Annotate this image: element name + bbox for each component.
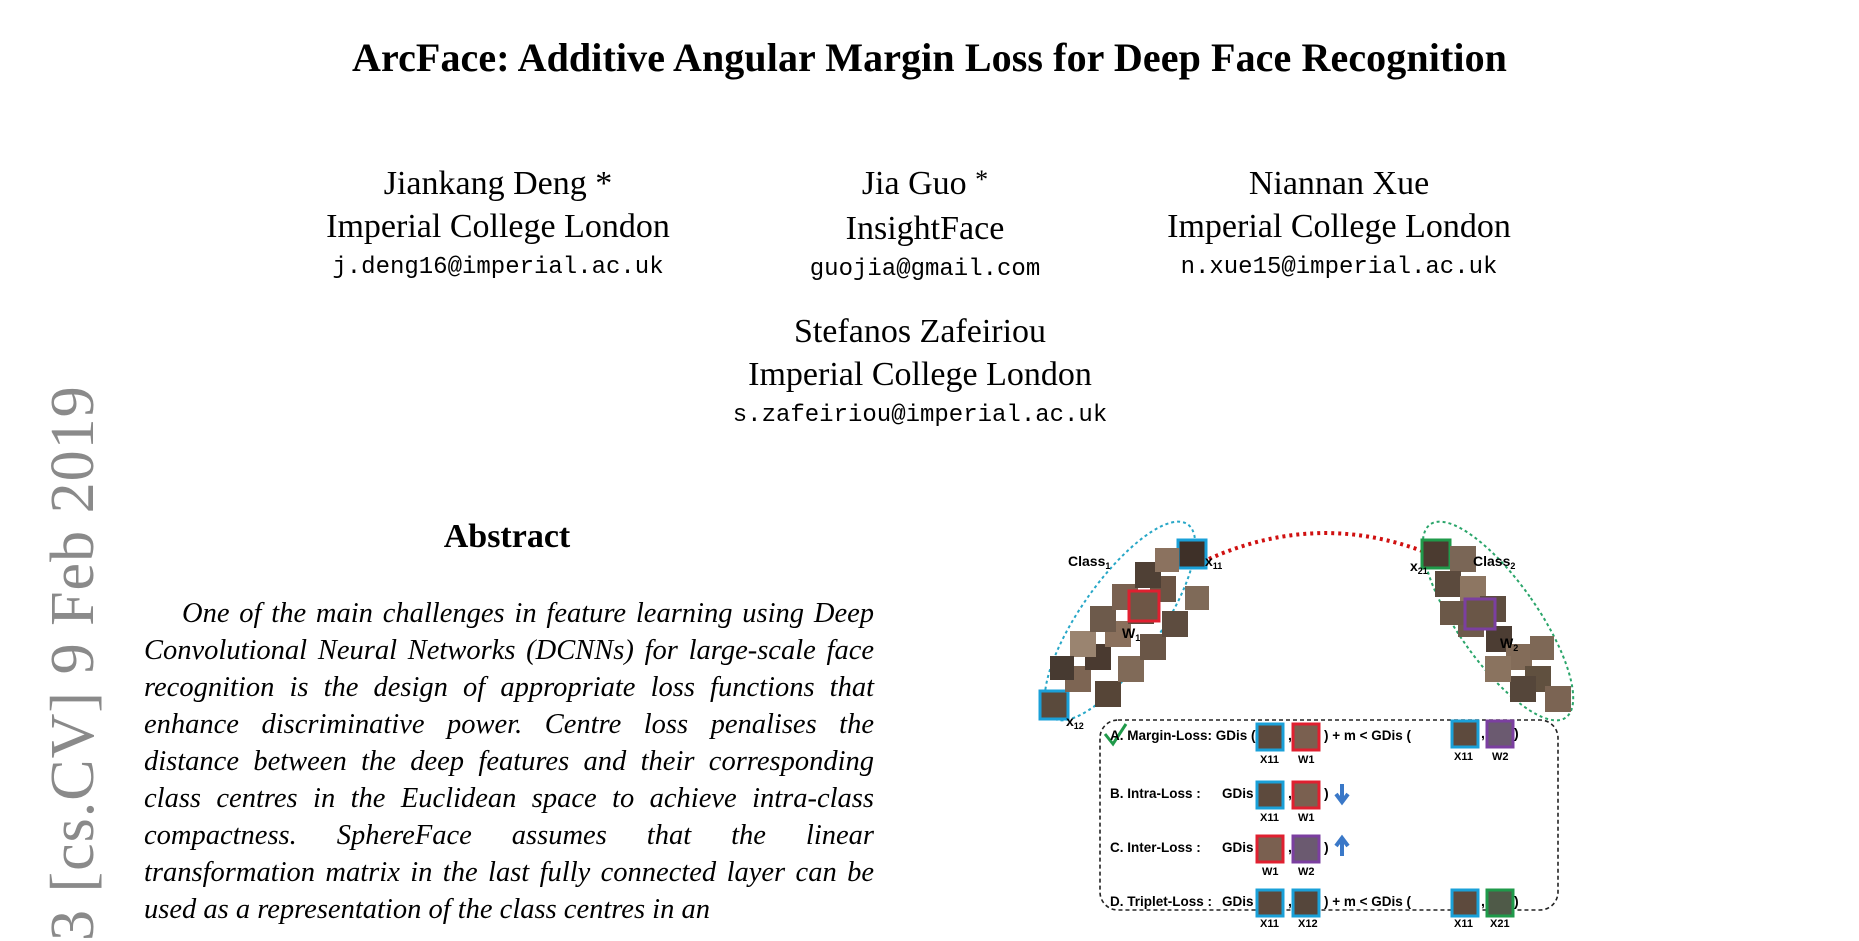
row-d-label: D. Triplet-Loss : — [1110, 894, 1212, 909]
row-a-sub-x11: X11 — [1260, 754, 1279, 766]
class1-faces — [1038, 538, 1209, 721]
row-d-comma2: , — [1481, 893, 1485, 909]
row-d-sub-x11b: X11 — [1454, 918, 1473, 930]
author-name: Jiankang Deng * — [383, 165, 613, 202]
row-d-mid: ) + m < GDis ( — [1324, 894, 1412, 909]
author-email[interactable]: j.deng16@imperial.ac.uk — [332, 254, 664, 281]
abstract-heading: Abstract — [443, 518, 571, 555]
x21-label: x21 — [1410, 558, 1428, 576]
row-b-sub-w1: W1 — [1298, 812, 1315, 824]
row-c-comma: , — [1288, 839, 1292, 855]
loss-box — [1099, 719, 1559, 911]
class2-label: Class2 — [1473, 553, 1515, 571]
row-a-label: A. Margin-Loss: GDis ( — [1110, 728, 1256, 743]
author-name-line: Jia Guo * — [705, 162, 1145, 207]
author-4: Stefanos Zafeiriou Imperial College Lond… — [695, 310, 1145, 436]
row-d-sub-x12: X12 — [1298, 918, 1318, 930]
row-d-end: ) — [1514, 893, 1519, 909]
author-affiliation: InsightFace — [845, 210, 1005, 247]
row-c-face-w1 — [1255, 834, 1285, 864]
row-d-comma: , — [1288, 893, 1292, 909]
paper-title: ArcFace: Additive Angular Margin Loss fo… — [351, 35, 1508, 80]
author-name: Stefanos Zafeiriou — [793, 313, 1047, 350]
row-b-sub-x11: X11 — [1260, 812, 1279, 824]
author-email[interactable]: n.xue15@imperial.ac.uk — [1180, 254, 1498, 281]
check-icon — [1103, 723, 1128, 747]
row-d-sub-x11: X11 — [1260, 918, 1279, 930]
row-a-face-w1 — [1291, 722, 1321, 752]
row-d-sub-x21: X21 — [1490, 918, 1510, 930]
row-a-face-x11 — [1255, 722, 1285, 752]
w2-label: W2 — [1500, 635, 1518, 653]
author-3: Niannan Xue Imperial College London n.xu… — [1119, 162, 1559, 288]
w1-label: W1 — [1122, 625, 1140, 643]
author-mark: * — [975, 165, 989, 194]
abstract-text: One of the main challenges in feature le… — [144, 598, 874, 925]
row-d-face-x11 — [1255, 888, 1285, 918]
author-1: Jiankang Deng * Imperial College London … — [278, 162, 718, 288]
figure-svg: Class1 x11 W1 x12 Class2 x21 W2 A. Margi… — [1038, 520, 1575, 930]
row-a-mid: ) + m < GDis ( — [1324, 728, 1412, 743]
row-b-face-w1 — [1291, 780, 1321, 810]
row-b-face-x11 — [1255, 780, 1285, 810]
row-d-face-x21 — [1485, 888, 1515, 918]
row-a-face-x11b — [1450, 719, 1480, 749]
row-d-face-x11b — [1450, 888, 1480, 918]
row-a-sub-w2: W2 — [1492, 751, 1509, 763]
class2-faces — [1420, 538, 1571, 712]
row-b-end: ) — [1324, 785, 1329, 801]
row-a-face-w2 — [1485, 719, 1515, 749]
row-d-gdis: GDis ( — [1222, 894, 1262, 909]
row-a-sub-w1: W1 — [1298, 754, 1315, 766]
row-c-sub-w2: W2 — [1298, 866, 1315, 878]
row-b-label: B. Intra-Loss : — [1110, 786, 1201, 801]
author-affiliation: Imperial College London — [748, 356, 1092, 393]
abstract-body: One of the main challenges in feature le… — [144, 595, 874, 928]
author-affiliation: Imperial College London — [326, 208, 670, 245]
loss-comparison-figure: Class1 x11 W1 x12 Class2 x21 W2 A. Margi… — [1010, 516, 1650, 941]
author-name: Niannan Xue — [1248, 165, 1430, 202]
author-name: Jia Guo — [861, 165, 967, 202]
x12-label: x12 — [1066, 713, 1084, 731]
arrow-up-icon — [1334, 834, 1350, 856]
row-c-face-w2 — [1291, 834, 1321, 864]
author-2: Jia Guo * InsightFace guojia@gmail.com — [705, 162, 1145, 290]
row-b-comma: , — [1288, 785, 1292, 801]
row-c-sub-w1: W1 — [1262, 866, 1279, 878]
row-a-sub-x11b: X11 — [1454, 751, 1473, 763]
row-a-comma2: , — [1481, 725, 1485, 741]
author-email[interactable]: s.zafeiriou@imperial.ac.uk — [732, 402, 1108, 429]
row-a-comma: , — [1288, 727, 1292, 743]
row-c-end: ) — [1324, 839, 1329, 855]
class-distance-arc — [1189, 531, 1431, 570]
author-affiliation: Imperial College London — [1167, 208, 1511, 245]
arxiv-stamp: 3 [cs.CV] 9 Feb 2019 — [39, 385, 107, 941]
x11-label: x11 — [1205, 553, 1222, 571]
row-a-end: ) — [1514, 725, 1519, 741]
row-c-label: C. Inter-Loss : — [1110, 840, 1201, 855]
row-b-gdis: GDis ( — [1222, 786, 1262, 801]
class2-ellipse — [1421, 520, 1575, 722]
class1-label: Class1 — [1068, 553, 1110, 571]
row-c-gdis: GDis ( — [1222, 840, 1262, 855]
row-d-face-x12 — [1291, 888, 1321, 918]
arrow-down-icon — [1334, 784, 1350, 806]
author-email[interactable]: guojia@gmail.com — [809, 256, 1041, 283]
